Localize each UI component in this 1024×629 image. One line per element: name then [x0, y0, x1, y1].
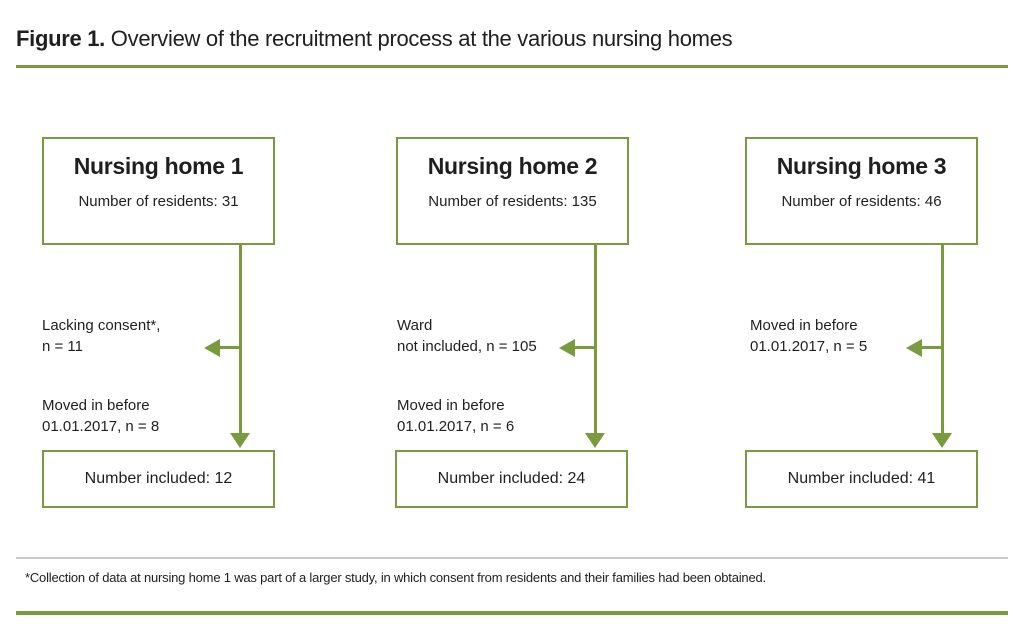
- nursing-home-3-title: Nursing home 3: [776, 153, 947, 179]
- left-arrowhead-icon: [906, 339, 922, 357]
- branch-line-3: [922, 346, 944, 349]
- included-count-2: Number included: 24: [437, 470, 586, 487]
- branch-line-2: [575, 346, 597, 349]
- included-count-3: Number included: 41: [787, 470, 936, 487]
- included-box-3: Number included: 41: [745, 450, 978, 508]
- nursing-home-1-box: Nursing home 1 Number of residents: 31: [42, 137, 275, 245]
- nursing-home-2-title: Nursing home 2: [427, 153, 598, 179]
- exclusions-1: Lacking consent*, n = 11 Moved in before…: [42, 294, 227, 475]
- nursing-home-3-box: Nursing home 3 Number of residents: 46: [745, 137, 978, 245]
- exclusions-2: Ward not included, n = 105 Moved in befo…: [397, 294, 582, 475]
- down-arrow-line-2: [594, 245, 597, 435]
- bottom-divider-line: [16, 611, 1008, 615]
- footnote-text: *Collection of data at nursing home 1 wa…: [25, 570, 766, 585]
- figure-title-text: Overview of the recruitment process at t…: [105, 26, 733, 51]
- figure-title: Figure 1. Overview of the recruitment pr…: [16, 26, 733, 52]
- exclusion-item: Lacking consent*, n = 11: [42, 317, 161, 355]
- exclusion-item: Moved in before 01.01.2017, n = 6: [397, 397, 515, 435]
- included-count-1: Number included: 12: [84, 470, 233, 487]
- nursing-home-3-residents: Number of residents: 46: [781, 193, 942, 210]
- exclusion-item: Moved in before 01.01.2017, n = 8: [42, 397, 160, 435]
- exclusion-item: Moved in before 01.01.2017, n = 5: [750, 317, 868, 355]
- exclusion-item: Ward not included, n = 105: [397, 317, 537, 355]
- exclusions-3: Moved in before 01.01.2017, n = 5: [750, 294, 935, 395]
- down-arrowhead-icon: [932, 433, 952, 448]
- down-arrow-line-1: [239, 245, 242, 435]
- nursing-home-1-title: Nursing home 1: [73, 153, 244, 179]
- included-box-2: Number included: 24: [395, 450, 628, 508]
- top-divider-line: [16, 65, 1008, 68]
- nursing-home-2-residents: Number of residents: 135: [428, 193, 597, 210]
- branch-line-1: [220, 346, 242, 349]
- nursing-home-2-box: Nursing home 2 Number of residents: 135: [396, 137, 629, 245]
- footnote-divider-line: [16, 557, 1008, 559]
- down-arrowhead-icon: [230, 433, 250, 448]
- left-arrowhead-icon: [204, 339, 220, 357]
- nursing-home-1-residents: Number of residents: 31: [78, 193, 239, 210]
- included-box-1: Number included: 12: [42, 450, 275, 508]
- down-arrowhead-icon: [585, 433, 605, 448]
- down-arrow-line-3: [941, 245, 944, 435]
- left-arrowhead-icon: [559, 339, 575, 357]
- figure-title-label: Figure 1.: [16, 26, 105, 51]
